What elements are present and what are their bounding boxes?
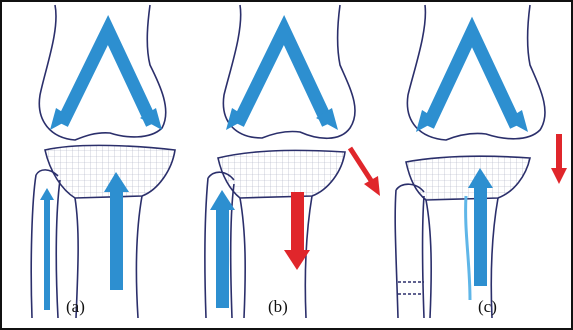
panel-label-b: (b): [268, 297, 288, 316]
fibula-force-arrow: [216, 208, 229, 308]
panel-label-a: (a): [66, 297, 85, 316]
panel-label-c: (c): [478, 297, 497, 316]
tibia-load-arrow: [291, 192, 304, 252]
tibia-force-arrow: [474, 186, 487, 286]
tibia-force-arrow: [110, 190, 123, 290]
fibula-force-arrow: [44, 198, 50, 310]
tibia-load-arrow: [556, 134, 562, 170]
